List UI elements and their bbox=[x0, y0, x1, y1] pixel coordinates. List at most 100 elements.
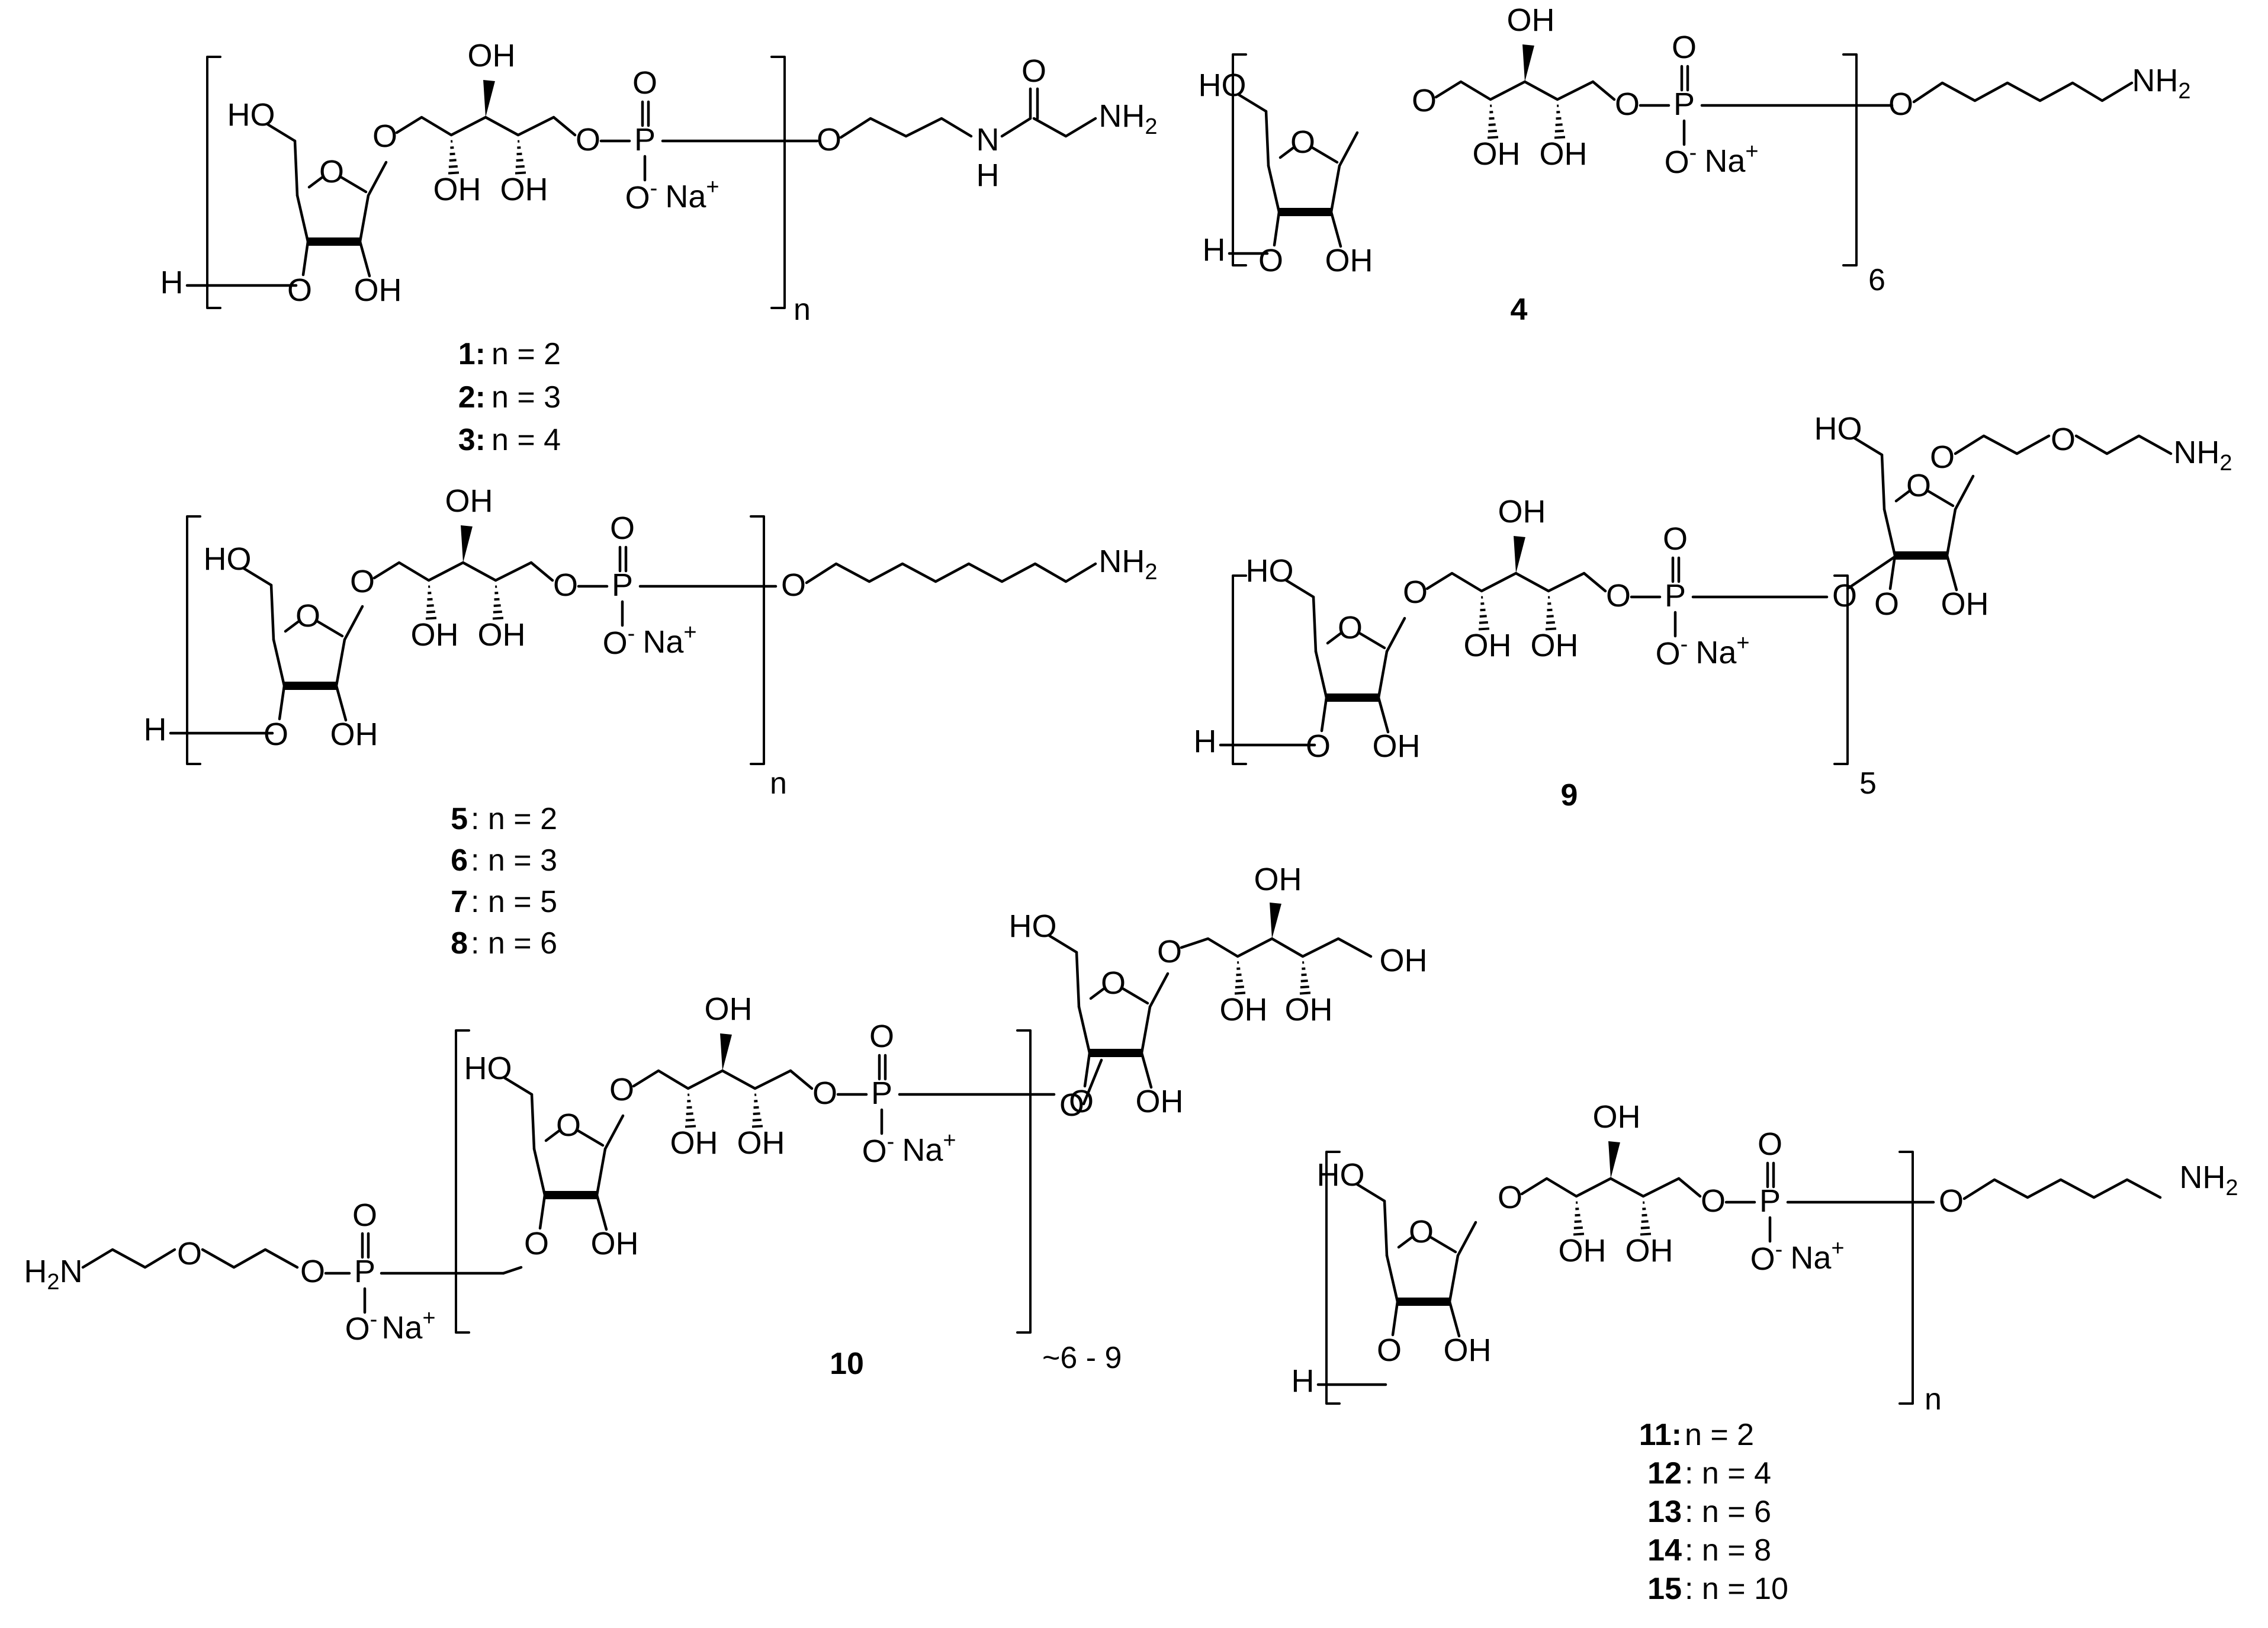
ring-bond bbox=[1450, 1255, 1458, 1302]
ether-oxygen: O bbox=[177, 1236, 202, 1271]
hydroxyl: OH bbox=[1136, 1084, 1184, 1119]
ring-oxygen: O bbox=[1906, 468, 1931, 503]
anionic-oxygen: O- bbox=[603, 621, 635, 661]
phosphorus: P bbox=[1673, 86, 1695, 122]
ether-oxygen: O bbox=[2051, 422, 2076, 457]
hydroxyl: HO bbox=[464, 1051, 512, 1086]
sodium-ion: Na+ bbox=[665, 175, 719, 214]
bond bbox=[1077, 952, 1079, 1007]
ester-oxygen: O bbox=[1606, 578, 1631, 614]
bond bbox=[1384, 1201, 1387, 1255]
wedge-bond bbox=[1608, 1141, 1620, 1179]
oxygen: O bbox=[1306, 728, 1331, 764]
hash-bond bbox=[753, 1113, 760, 1114]
bond bbox=[1150, 974, 1168, 1007]
bond bbox=[1331, 212, 1341, 246]
glycosidic-oxygen: O bbox=[1403, 574, 1428, 610]
hydroxyl: OH bbox=[1254, 862, 1302, 897]
repeat-bracket bbox=[207, 57, 220, 308]
series-description: : n = 10 bbox=[1685, 1572, 1788, 1606]
hydroxyl: OH bbox=[445, 483, 493, 519]
glycosidic-oxygen: O bbox=[1498, 1180, 1522, 1215]
oxygen: O bbox=[1377, 1332, 1402, 1368]
chain-bond bbox=[634, 1071, 791, 1088]
hydroxyl: OH bbox=[1285, 992, 1333, 1027]
hydroxyl: OH bbox=[1373, 728, 1421, 764]
repeat-subscript: n bbox=[794, 293, 811, 327]
series-description: : n = 6 bbox=[1685, 1495, 1771, 1529]
hash-bond bbox=[494, 599, 500, 600]
phosphorus: P bbox=[612, 567, 633, 603]
hydroxyl: HO bbox=[1009, 908, 1057, 944]
bond bbox=[1387, 618, 1405, 651]
glycosidic-oxygen: O bbox=[350, 564, 375, 599]
bond bbox=[336, 686, 346, 720]
hash-bond bbox=[754, 1107, 759, 1108]
phosphorus: P bbox=[1665, 578, 1686, 614]
compound-number: 8 bbox=[451, 926, 468, 961]
bond bbox=[1313, 597, 1316, 651]
wedge-bond bbox=[720, 1033, 732, 1071]
compound-number: 10 bbox=[830, 1347, 864, 1381]
series-description: : n = 3 bbox=[471, 843, 557, 878]
ring-bond bbox=[597, 1149, 605, 1195]
hydroxyl: OH bbox=[1531, 628, 1579, 663]
chain-bond bbox=[1427, 573, 1584, 591]
hydroxyl: HO bbox=[1317, 1157, 1365, 1193]
terminal-hydrogen: H bbox=[144, 712, 167, 747]
hash-bond bbox=[449, 166, 458, 167]
oxygen: O bbox=[264, 717, 288, 752]
chain-bond bbox=[83, 1250, 175, 1267]
anionic-oxygen: O- bbox=[1665, 140, 1697, 180]
bond bbox=[1393, 1302, 1398, 1335]
hydroxyl: OH bbox=[737, 1125, 785, 1161]
hash-bond bbox=[1556, 118, 1562, 119]
chain-bond bbox=[1002, 118, 1030, 136]
ring-oxygen: O bbox=[319, 154, 344, 190]
hash-bond bbox=[450, 154, 455, 155]
bond bbox=[271, 585, 274, 640]
hydroxyl: OH bbox=[1540, 136, 1588, 172]
repeat-bracket bbox=[1843, 54, 1856, 265]
sodium-ion: Na+ bbox=[1695, 631, 1749, 670]
ester-oxygen: O bbox=[300, 1254, 325, 1289]
hash-bond bbox=[1575, 1215, 1580, 1216]
amine-group: NH2 bbox=[2132, 63, 2190, 104]
chain-bond bbox=[1914, 83, 2132, 102]
repeat-subscript: n bbox=[1925, 1382, 1942, 1417]
ring-bond bbox=[534, 1149, 545, 1195]
hash-bond bbox=[1480, 610, 1486, 611]
hydroxyl: OH bbox=[1625, 1233, 1673, 1269]
glycosidic-oxygen: O bbox=[1930, 439, 1955, 475]
compound-number: 6 bbox=[451, 843, 468, 878]
bond bbox=[1882, 455, 1884, 509]
series-description: n = 2 bbox=[491, 337, 561, 371]
bond bbox=[1085, 1053, 1090, 1086]
chain-bond bbox=[2076, 436, 2171, 454]
repeat-bracket bbox=[1900, 1152, 1913, 1404]
hydroxyl: OH bbox=[1559, 1233, 1607, 1269]
hydroxyl: OH bbox=[1593, 1099, 1641, 1135]
hydroxyl: OH bbox=[1473, 136, 1521, 172]
oxygen: O bbox=[524, 1226, 549, 1261]
chain-bond bbox=[203, 1250, 297, 1267]
chain-bond bbox=[1181, 939, 1371, 956]
hydroxyl: OH bbox=[1444, 1332, 1492, 1368]
sodium-ion: Na+ bbox=[1704, 139, 1758, 179]
bond bbox=[280, 686, 284, 719]
bond bbox=[1142, 1053, 1151, 1087]
compound-number: 15 bbox=[1647, 1572, 1682, 1606]
hydroxyl: OH bbox=[1464, 628, 1512, 663]
phosphorus: P bbox=[354, 1254, 375, 1289]
chain-bond bbox=[1955, 436, 2049, 454]
hash-bond bbox=[1489, 124, 1496, 125]
ring-bond bbox=[1947, 509, 1955, 555]
series-description: : n = 8 bbox=[1685, 1533, 1771, 1568]
hash-bond bbox=[1641, 1221, 1649, 1222]
hash-bond bbox=[687, 1107, 692, 1108]
chain-bond bbox=[807, 564, 1096, 583]
anionic-oxygen: O- bbox=[1656, 632, 1688, 672]
chain-bond bbox=[1964, 1180, 2160, 1199]
hydroxyl: OH bbox=[478, 617, 526, 653]
chain-bond bbox=[841, 118, 971, 137]
